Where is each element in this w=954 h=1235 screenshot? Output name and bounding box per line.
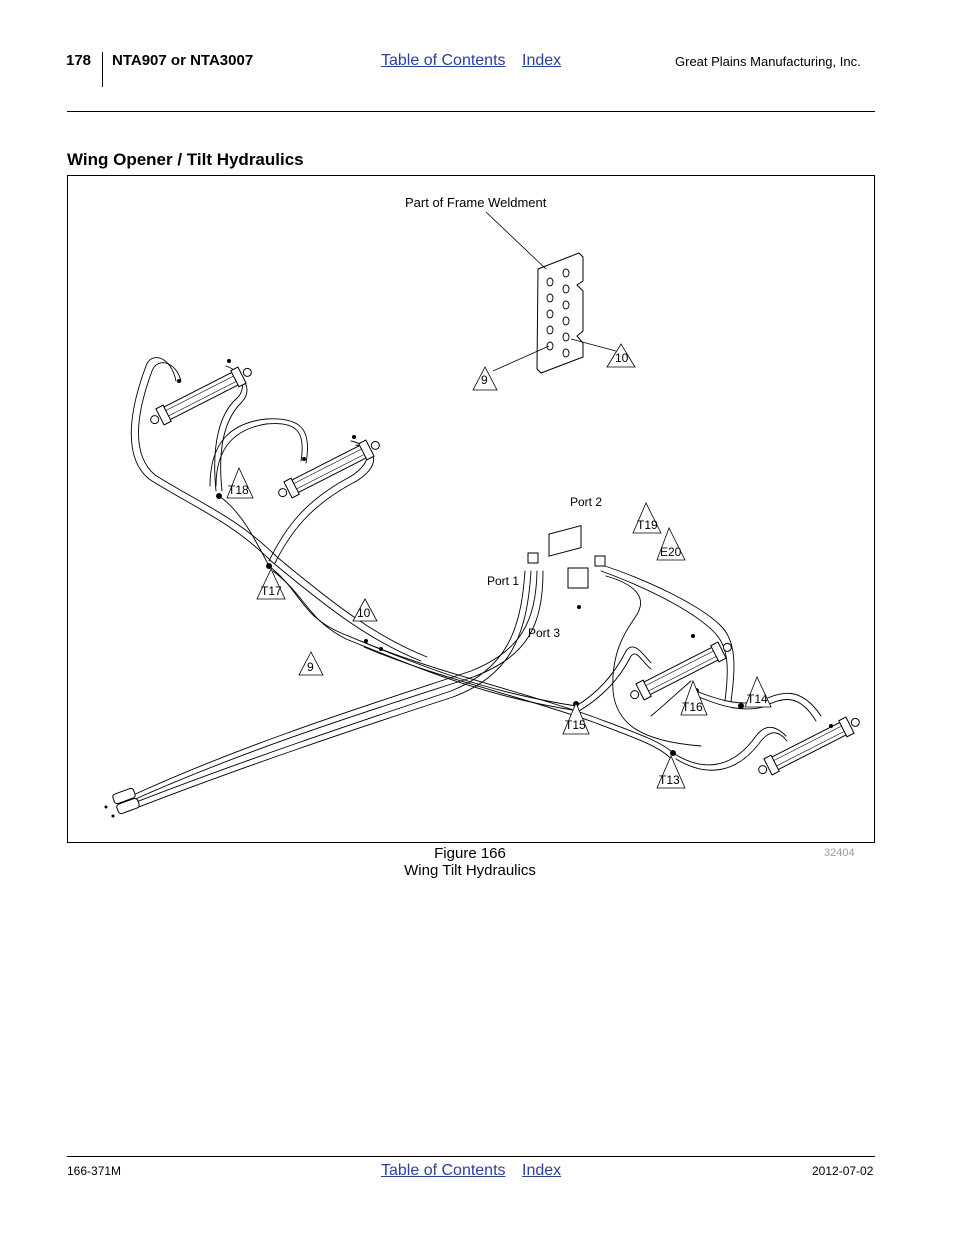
hydraulics-diagram	[104, 211, 864, 818]
publication-date: 2012-07-02	[812, 1164, 874, 1178]
footer-index-link[interactable]: Index	[522, 1162, 562, 1179]
footer-rule	[67, 1156, 875, 1157]
header-toc-link[interactable]: Table of Contents	[381, 52, 506, 69]
header-rule	[67, 111, 875, 112]
callout-port-2: Port 2	[570, 495, 603, 509]
callout-9-upper: 9	[481, 373, 488, 387]
callout-t16: T16	[682, 700, 703, 714]
callout-9-lower: 9	[307, 660, 314, 674]
page-number: 178	[66, 52, 92, 69]
drawing-id: 32404	[824, 847, 855, 859]
footer-toc-link[interactable]: Table of Contents	[381, 1162, 506, 1179]
callout-t15: T15	[565, 718, 586, 732]
callout-t14: T14	[747, 692, 768, 706]
company-name: Great Plains Manufacturing, Inc.	[675, 54, 861, 69]
callout-t18: T18	[228, 483, 249, 497]
section-title: Wing Opener / Tilt Hydraulics	[67, 150, 304, 169]
callout-t19: T19	[637, 518, 658, 532]
callout-port-3: Port 3	[528, 626, 561, 640]
callout-port-1: Port 1	[487, 574, 520, 588]
callout-10-lower: 10	[357, 606, 371, 620]
callout-frame-weldment: Part of Frame Weldment	[405, 195, 547, 210]
header-index-link[interactable]: Index	[522, 52, 562, 69]
header-divider	[102, 52, 103, 87]
callout-t13: T13	[659, 773, 680, 787]
figure-frame: Part of Frame Weldment Port 1 Port 2 Por…	[67, 175, 875, 843]
model-title: NTA907 or NTA3007	[112, 52, 254, 69]
callout-t17: T17	[261, 584, 282, 598]
callout-e20: E20	[660, 545, 682, 559]
figure-number: Figure 166	[434, 845, 506, 862]
callout-10-upper: 10	[615, 351, 629, 365]
document-number: 166-371M	[67, 1164, 122, 1178]
figure-caption: Wing Tilt Hydraulics	[404, 862, 536, 879]
